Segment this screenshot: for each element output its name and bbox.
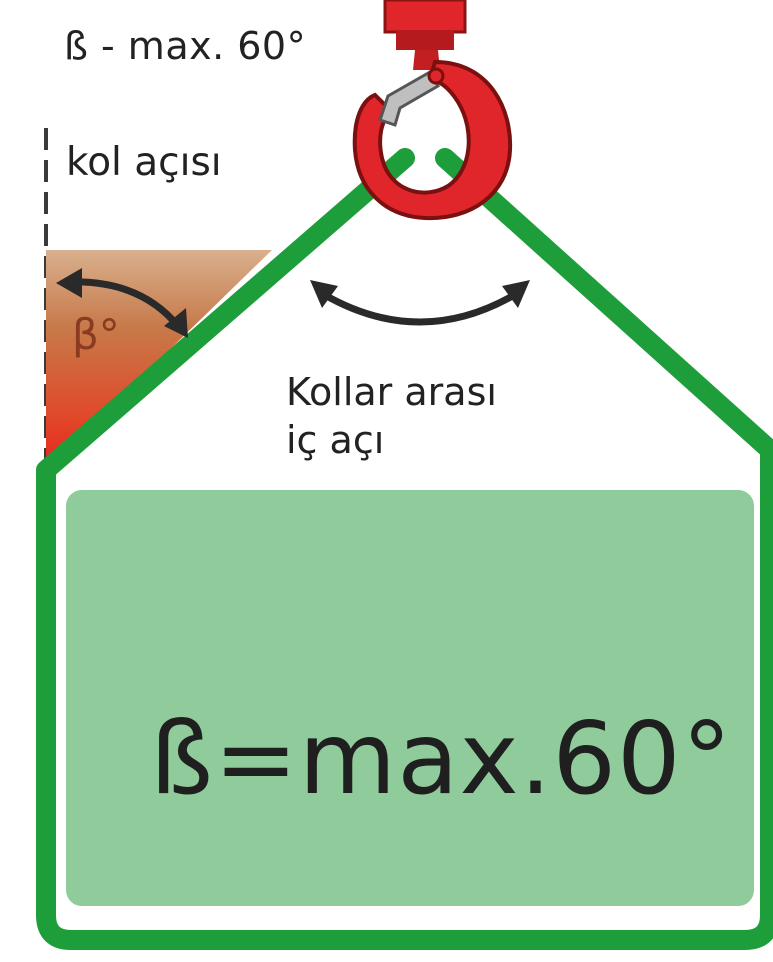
sling-outline [36, 148, 773, 950]
top-constraint-label: ß - max. 60° [64, 24, 307, 68]
inner-angle-arrow-icon [310, 280, 530, 326]
load-box [62, 486, 758, 910]
inner-angle-label-line2: iç açı [286, 418, 385, 462]
arm-angle-label: kol açısı [66, 140, 222, 185]
load-text: ß=max.60° [150, 700, 733, 817]
beta-angle-label: β° [72, 310, 120, 359]
inner-angle-label-line1: Kollar arası [286, 370, 497, 414]
curved-double-arrow-icon [56, 268, 188, 338]
crane-hook-icon [352, 0, 513, 221]
